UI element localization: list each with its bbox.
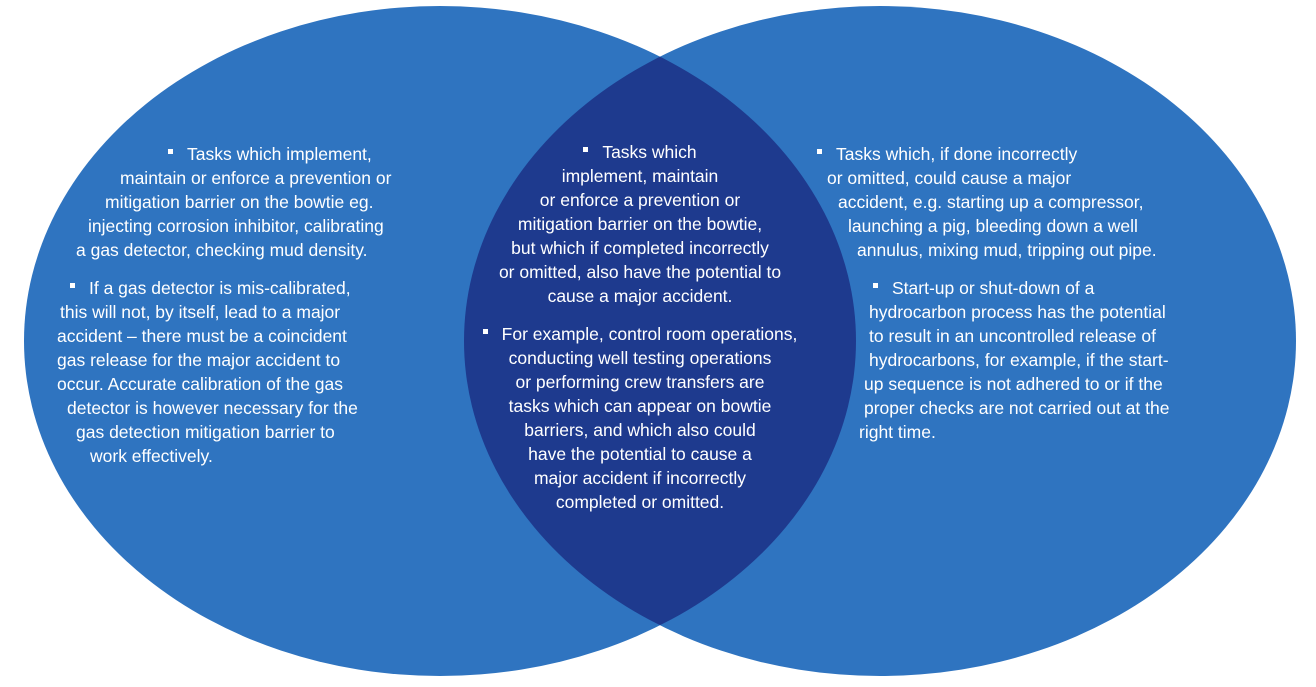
left-bullet-1: Tasks which implement, maintain or enfor… bbox=[0, 142, 391, 262]
text-line: tasks which can appear on bowtie bbox=[508, 396, 772, 416]
text-line: Tasks which implement, bbox=[0, 142, 391, 166]
right-bullet-2: Start-up or shut-down of a hydrocarbon p… bbox=[0, 276, 1169, 444]
right-bullet-1: Tasks which, if done incorrectly or omit… bbox=[0, 142, 1157, 262]
bullet-icon bbox=[817, 148, 822, 154]
text-line: barriers, and which also could bbox=[524, 420, 756, 440]
text-line: occur. Accurate calibration of the gas bbox=[57, 374, 343, 394]
bullet-icon bbox=[482, 328, 488, 334]
text-line: completed or omitted. bbox=[555, 492, 725, 512]
text-line: mitigation barrier on the bowtie eg. bbox=[105, 192, 374, 212]
text-line: annulus, mixing mud, tripping out pipe. bbox=[857, 240, 1157, 260]
text-line: right time. bbox=[859, 422, 936, 442]
text-line: Tasks which bbox=[452, 140, 828, 164]
text-line: work effectively. bbox=[90, 446, 213, 466]
text-line: a gas detector, checking mud density. bbox=[76, 240, 368, 260]
text-line: accident – there must be a coincident bbox=[57, 326, 347, 346]
text-line: proper checks are not carried out at the bbox=[864, 398, 1170, 418]
text-line: For example, control room operations, bbox=[452, 322, 828, 346]
text-line: mitigation barrier on the bowtie, bbox=[517, 214, 763, 234]
text-line: or performing crew transfers are bbox=[515, 372, 765, 392]
text-line: launching a pig, bleeding down a well bbox=[848, 216, 1138, 236]
text-line: cause a major accident. bbox=[547, 286, 733, 306]
overlap-bullet-1: Tasks which implement, maintain or enfor… bbox=[452, 140, 828, 308]
overlap-bullet-2: For example, control room operations, co… bbox=[452, 322, 828, 514]
bullet-icon bbox=[70, 282, 75, 288]
text-line: implement, maintain bbox=[561, 166, 719, 186]
text-line: If a gas detector is mis-calibrated, bbox=[0, 276, 358, 300]
text-line: hydrocarbon process has the potential bbox=[869, 302, 1166, 322]
text-line: gas release for the major accident to bbox=[57, 350, 341, 370]
text-line: up sequence is not adhered to or if the bbox=[864, 374, 1163, 394]
text-line: or omitted, could cause a major bbox=[827, 168, 1072, 188]
text-line: or enforce a prevention or bbox=[539, 190, 741, 210]
bullet-icon bbox=[168, 148, 173, 154]
text-line: major accident if incorrectly bbox=[533, 468, 747, 488]
overlap-region bbox=[464, 6, 856, 676]
text-line: maintain or enforce a prevention or bbox=[120, 168, 392, 188]
bullet-icon bbox=[873, 282, 878, 288]
text-line: gas detection mitigation barrier to bbox=[76, 422, 335, 442]
text-line: accident, e.g. starting up a compressor, bbox=[838, 192, 1144, 212]
text-line: have the potential to cause a bbox=[528, 444, 752, 464]
text-line: Start-up or shut-down of a bbox=[0, 276, 1169, 300]
text-line: to result in an uncontrolled release of bbox=[869, 326, 1156, 346]
text-line: but which if completed incorrectly bbox=[511, 238, 769, 258]
text-line: Tasks which, if done incorrectly bbox=[0, 142, 1157, 166]
text-line: detector is however necessary for the bbox=[67, 398, 358, 418]
text-line: or omitted, also have the potential to bbox=[498, 262, 782, 282]
left-bullet-2: If a gas detector is mis-calibrated, thi… bbox=[0, 276, 358, 468]
bullet-icon bbox=[583, 146, 589, 152]
text-line: hydrocarbons, for example, if the start- bbox=[869, 350, 1169, 370]
text-line: this will not, by itself, lead to a majo… bbox=[60, 302, 341, 322]
text-line: conducting well testing operations bbox=[508, 348, 772, 368]
text-line: injecting corrosion inhibitor, calibrati… bbox=[88, 216, 384, 236]
